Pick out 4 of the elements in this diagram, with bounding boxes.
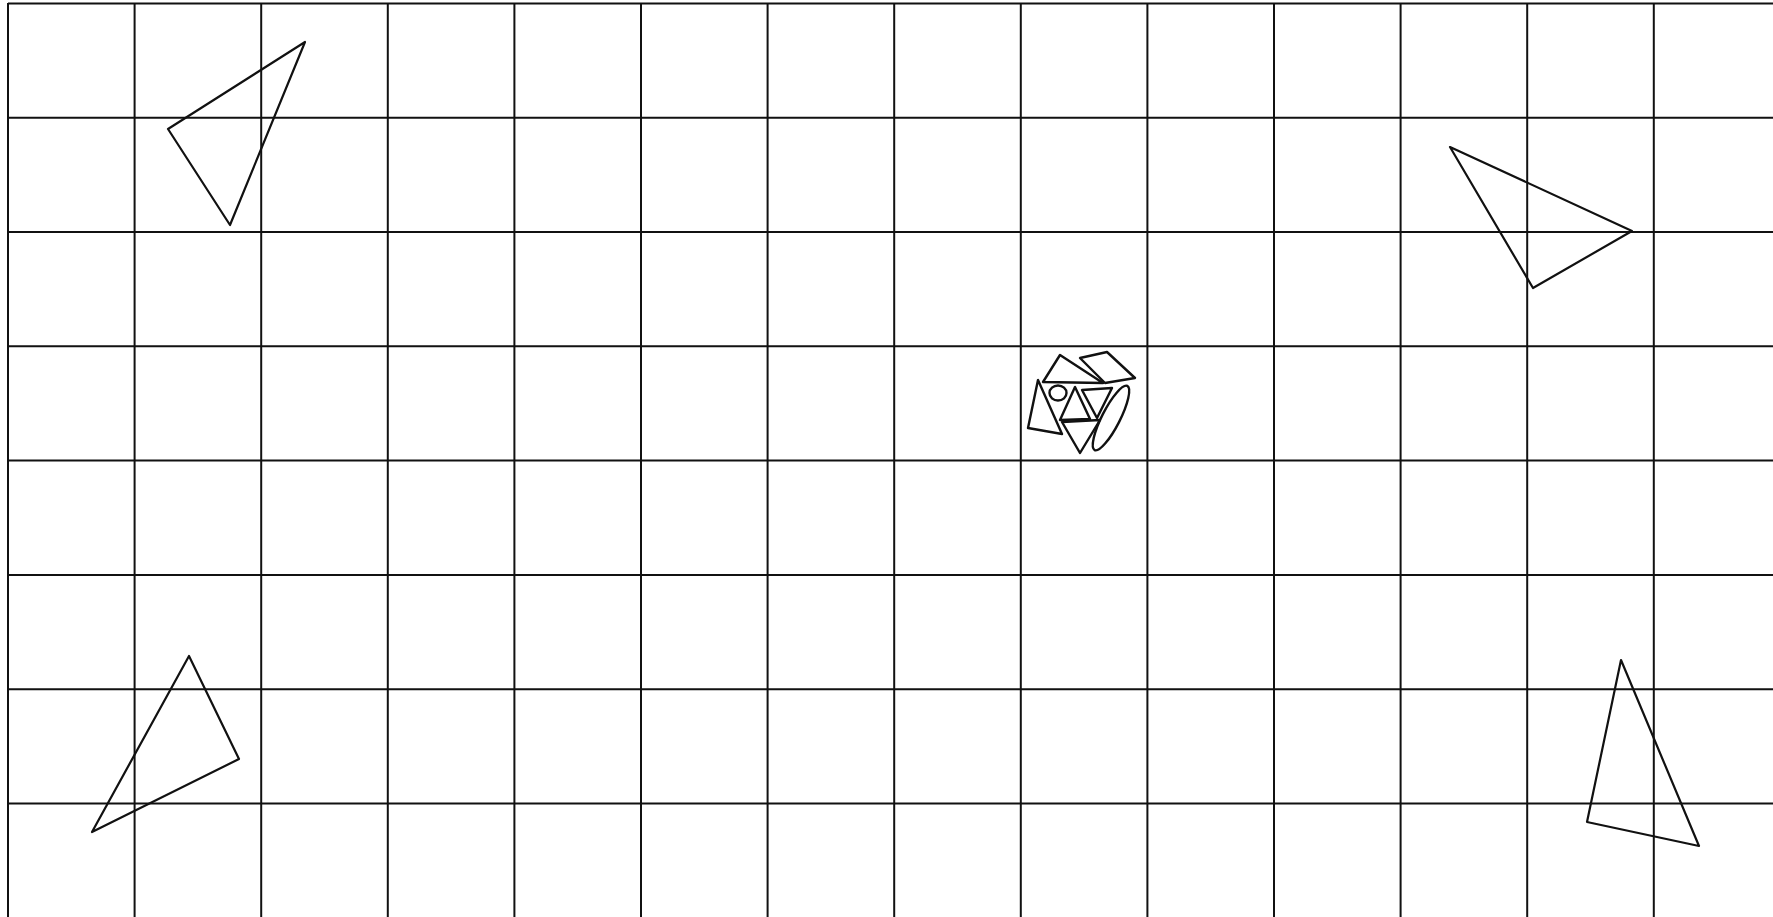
triangle-outline [166, 40, 307, 227]
triangle-outline [1448, 145, 1634, 290]
triangle-outline [90, 654, 241, 834]
triangle-outline [1585, 658, 1701, 848]
